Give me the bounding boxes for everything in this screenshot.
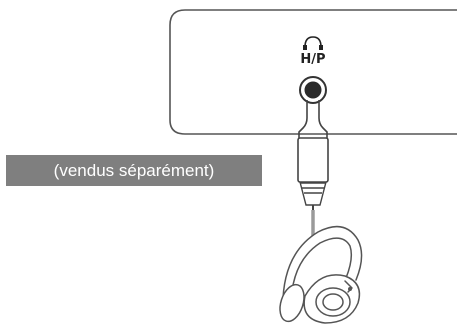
headphones-icon — [303, 36, 323, 50]
headphone-plug — [297, 100, 329, 215]
device-panel — [169, 9, 457, 135]
caption-text: (vendus séparément) — [54, 161, 215, 180]
headphones-illustration — [279, 225, 363, 324]
port-label: H/P — [300, 52, 325, 67]
caption-bar: (vendus séparément) — [6, 155, 262, 186]
headphone-jack-socket[interactable] — [299, 76, 327, 104]
